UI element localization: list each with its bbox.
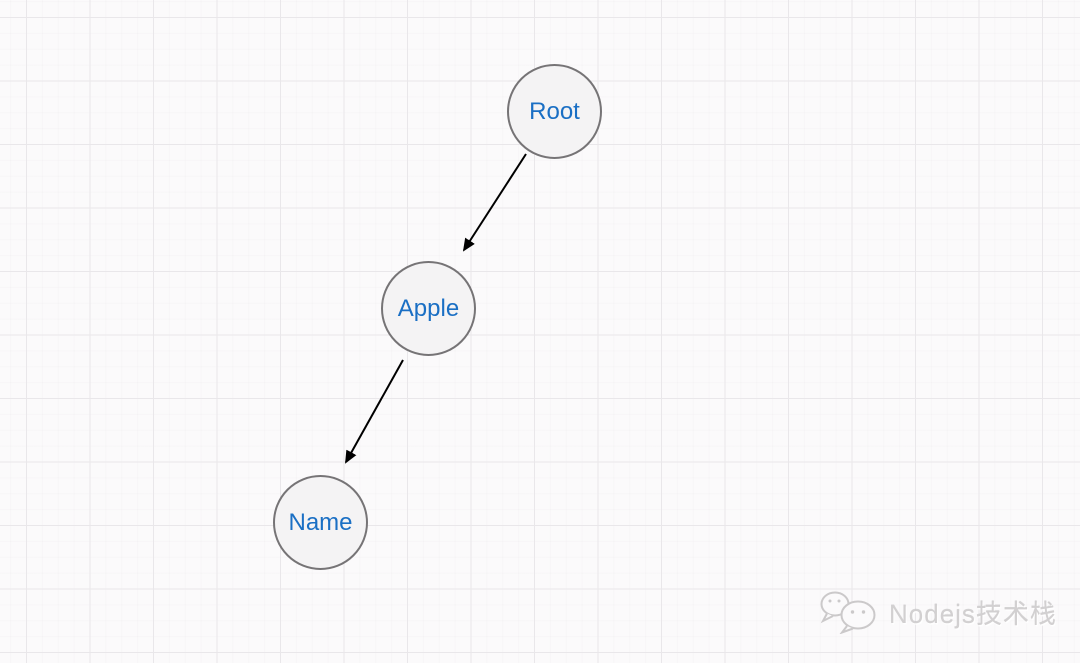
node-root-label: Root [529,97,580,125]
node-root: Root [507,64,602,159]
watermark-text: Nodejs技术栈 [889,598,1057,629]
node-name-label: Name [288,508,353,536]
node-name: Name [273,475,368,570]
wechat-icon [820,591,876,634]
node-apple-label: Apple [397,294,460,322]
edge-root-to-apple [462,153,527,252]
node-apple: Apple [381,261,476,356]
watermark: Nodejs技术栈 [818,590,1057,634]
edge-apple-to-name [345,359,404,464]
